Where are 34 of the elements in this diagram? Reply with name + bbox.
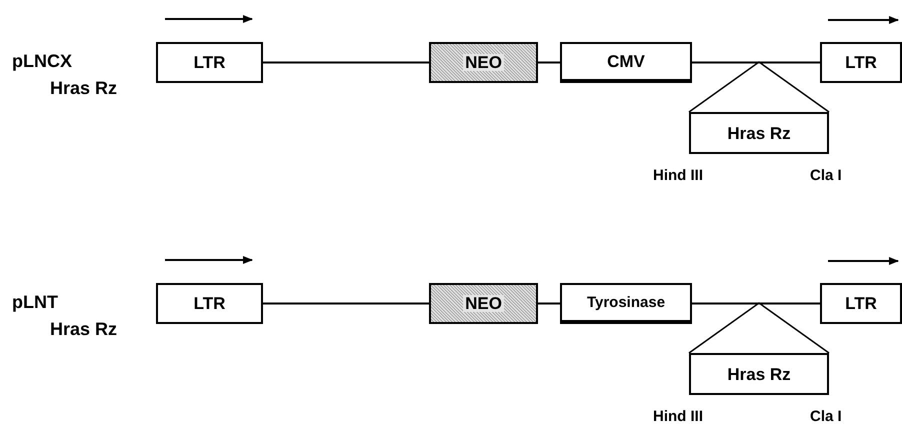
ltr-box — [156, 283, 263, 324]
restriction-site-label: Hind III — [653, 168, 703, 183]
segment-label: Tyrosinase — [586, 295, 666, 310]
segment-label: Hras Rz — [727, 124, 791, 142]
insert-box — [689, 112, 829, 154]
neo-box — [429, 42, 538, 83]
construct-subtitle: Hras Rz — [50, 79, 118, 97]
restriction-site-label: Cla I — [810, 409, 842, 424]
segment-label: NEO — [463, 295, 504, 312]
segment-label: CMV — [607, 53, 645, 70]
construct-subtitle: Hras Rz — [50, 320, 118, 338]
segment-label: LTR — [194, 295, 226, 312]
segment-label: Hras Rz — [727, 366, 791, 382]
backbone-line — [538, 302, 560, 304]
promoter-box — [560, 283, 692, 324]
construct-name: pLNT — [12, 293, 58, 311]
restriction-site-label: Hind III — [653, 409, 703, 424]
segment-label: NEO — [463, 54, 504, 71]
backbone-line — [692, 62, 820, 64]
construct-name: pLNCX — [12, 52, 72, 70]
backbone-line — [263, 302, 429, 304]
backbone-line — [538, 62, 560, 64]
neo-box — [429, 283, 538, 324]
backbone-line — [263, 62, 429, 64]
segment-label: LTR — [845, 295, 877, 312]
segment-label: LTR — [845, 54, 877, 71]
ltr-box — [820, 283, 902, 324]
segment-label: LTR — [194, 54, 226, 71]
promoter-box — [560, 42, 692, 83]
ltr-box — [156, 42, 263, 83]
restriction-site-label: Cla I — [810, 168, 842, 183]
backbone-line — [692, 302, 820, 304]
insert-box — [689, 353, 829, 395]
ltr-box — [820, 42, 902, 83]
